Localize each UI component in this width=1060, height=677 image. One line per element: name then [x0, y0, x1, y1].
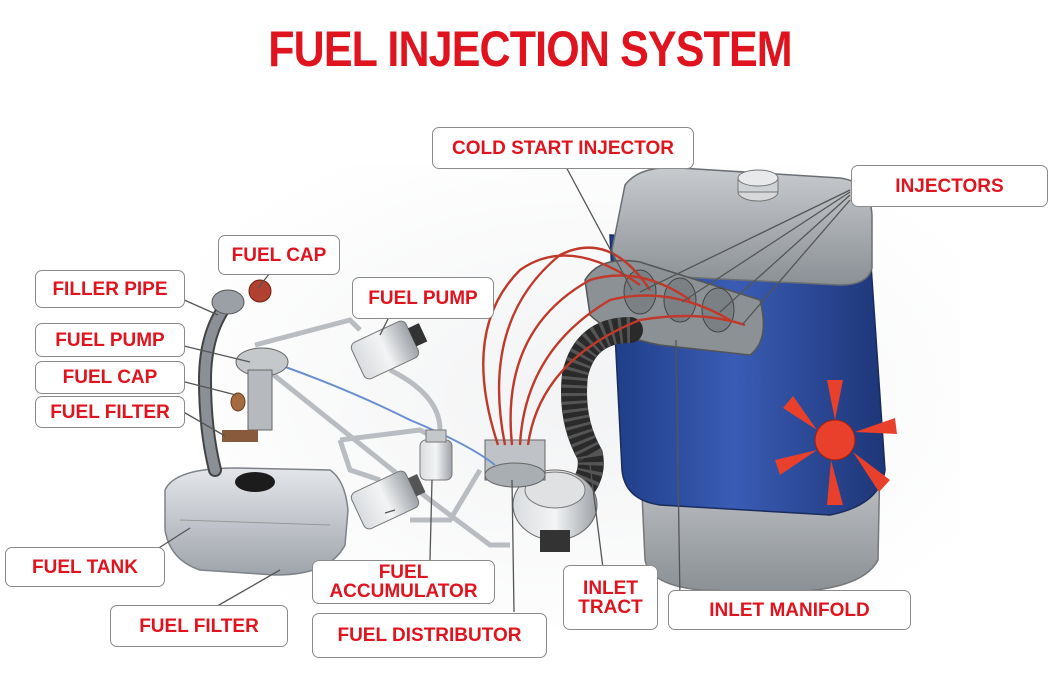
fuel-filter-cylinder: [350, 470, 426, 530]
diagram-title: FUEL INJECTION SYSTEM: [268, 21, 792, 77]
label-fuel-pump-left: FUEL PUMP: [35, 323, 185, 357]
tank-pump-unit: [222, 347, 289, 442]
blue-return-line: [279, 364, 496, 466]
label-fuel-filter-left: FUEL FILTER: [35, 396, 185, 428]
fuel-accumulator-shape: [419, 429, 453, 481]
filler-pipe-shape: [197, 279, 272, 477]
fuel-pump-cylinder: [350, 320, 428, 380]
label-fuel-tank: FUEL TANK: [5, 547, 165, 587]
label-fuel-cap-top: FUEL CAP: [218, 235, 340, 275]
label-fuel-pump-top: FUEL PUMP: [352, 277, 494, 319]
injector-fuel-lines: [482, 246, 746, 446]
label-fuel-filter-bottom: FUEL FILTER: [110, 605, 288, 647]
label-inlet-manifold: INLET MANIFOLD: [668, 590, 911, 630]
label-fuel-distributor: FUEL DISTRIBUTOR: [312, 613, 547, 658]
air-flow-meter: [484, 439, 598, 552]
label-injectors: INJECTORS: [851, 165, 1048, 207]
label-filler-pipe: FILLER PIPE: [35, 270, 185, 308]
label-fuel-cap-left: FUEL CAP: [35, 361, 185, 394]
fuel-tank-shape: [164, 467, 349, 576]
inlet-tract-hose: [557, 317, 643, 513]
label-cold-start-injector: COLD START INJECTOR: [432, 127, 694, 169]
fan-icon: [775, 380, 897, 505]
